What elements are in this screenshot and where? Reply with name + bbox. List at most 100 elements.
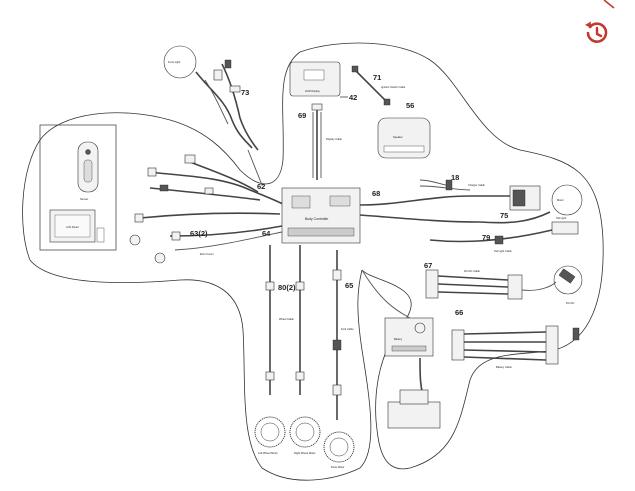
part-number-80: 80(2)	[278, 283, 296, 292]
part-number-75: 75	[500, 211, 508, 220]
lcd-screen	[54, 214, 91, 238]
wheel-motor-mid	[323, 431, 355, 463]
connector-62-a	[147, 167, 157, 177]
wheel-motor-right-hub	[295, 422, 315, 442]
charger-cable-label: Charger Cable	[468, 183, 485, 187]
charger-lead-a	[419, 185, 471, 191]
fork-cable-label: Fork Cable	[341, 327, 354, 331]
motor-cable	[479, 211, 551, 224]
harness-73-c	[204, 79, 229, 125]
dcdc-module	[553, 265, 583, 295]
tail-light-label: Tail Light	[556, 216, 567, 220]
dcdc-lead	[521, 281, 557, 291]
boundary-left	[22, 139, 372, 481]
part-number-64: 64	[262, 229, 271, 238]
harness-64-b	[174, 231, 283, 251]
wheel-right-label: Right Wheel Motor	[294, 451, 316, 455]
boundary-main	[39, 42, 604, 470]
history-button[interactable]	[582, 18, 612, 48]
wheel-motor-right	[289, 416, 321, 448]
harness-62-a	[149, 171, 286, 206]
part-number-56: 56	[406, 101, 414, 110]
part-number-62: 62	[257, 182, 265, 191]
display-cable-edge	[312, 112, 322, 178]
part-number-69: 69	[298, 111, 306, 120]
battery-label: Battery	[394, 337, 403, 341]
part-number-18: 18	[451, 173, 459, 182]
connector-73-b	[224, 59, 232, 69]
tail-light	[551, 221, 579, 235]
part-number-63: 63(2)	[190, 229, 208, 238]
dcdc-plug	[558, 268, 576, 284]
part-number-68: 68	[372, 189, 380, 198]
ecu-header	[287, 227, 355, 237]
speaker-left	[129, 234, 141, 246]
sensor-label: Sensor	[80, 197, 88, 201]
wheel-left-connector-b	[265, 371, 275, 381]
wheel-motor-left-hub	[260, 422, 280, 442]
pack-top	[399, 389, 429, 405]
harness-64	[169, 225, 283, 237]
charger-connector	[445, 179, 453, 191]
inset-box	[39, 124, 117, 251]
connector-63-a	[134, 213, 144, 223]
ignition-cable	[354, 69, 386, 101]
battery-cable-a	[463, 331, 547, 335]
part-number-71: 71	[373, 73, 381, 82]
battery-terminal	[572, 327, 580, 341]
connector-73-c	[229, 85, 241, 93]
ignition-label: Ignition Switch Cable	[381, 85, 406, 89]
part-number-79: 79	[482, 233, 490, 242]
connector-62-c	[159, 184, 169, 192]
dcdc-connector-b	[507, 274, 523, 300]
part-number-66: 66	[455, 308, 463, 317]
speaker-label: Speaker	[393, 135, 403, 139]
front-light-label: Front Light	[168, 60, 181, 64]
speaker-terminals	[383, 145, 425, 153]
hud-label: HUD Display	[305, 89, 321, 93]
charger-lead-b	[419, 179, 451, 187]
fork-connector-c	[332, 384, 342, 396]
tail-light-cable	[429, 229, 553, 243]
ecu-chip-a	[291, 195, 311, 209]
battery-connector-b	[545, 325, 559, 365]
history-icon	[585, 21, 608, 43]
part-number-65: 65	[345, 281, 353, 290]
battery-fuse	[414, 322, 426, 334]
leader-73	[247, 149, 263, 186]
pack-unit	[387, 401, 441, 429]
harness-68-b	[359, 214, 481, 223]
tail-light-cable-label: Tail Light Cable	[494, 249, 512, 253]
battery-feed	[361, 269, 411, 319]
ecu-label: Body Controller	[305, 217, 329, 221]
display-cable-label: Display Cable	[326, 137, 343, 141]
harness-63	[139, 212, 281, 219]
dcdc-label: DC-DC	[566, 301, 574, 305]
battery-connector-a	[451, 329, 465, 361]
battery-cable-c	[463, 349, 547, 353]
wheel-mid-label: Drive Motor	[331, 465, 345, 469]
dcdc-cable-label: DC-DC Cable	[464, 269, 480, 273]
display-connector-top	[311, 103, 323, 111]
ecu-chip-b	[329, 195, 351, 207]
part-number-42: 42	[349, 93, 357, 102]
battery-cable-d	[463, 356, 547, 361]
part-number-73: 73	[241, 88, 249, 97]
connector-62-d	[204, 187, 214, 195]
part-number-67: 67	[424, 261, 432, 270]
speaker-right	[154, 252, 166, 264]
motor	[551, 184, 583, 216]
wheel-right-connector-b	[295, 371, 305, 381]
motor-label: Motor	[557, 198, 564, 202]
wheel-right-connector-a	[295, 281, 305, 291]
dcdc-cable-c	[437, 291, 509, 295]
sensor-slot	[83, 159, 93, 183]
connector-73-a	[213, 69, 223, 81]
edge-mark	[603, 0, 615, 9]
ignition-plug-a	[351, 65, 359, 73]
charger-box-inner	[512, 189, 526, 207]
ignition-plug-b	[383, 98, 391, 106]
connector-64-a	[171, 231, 181, 241]
battery-header	[391, 345, 427, 352]
wheel-motor-left	[254, 416, 286, 448]
